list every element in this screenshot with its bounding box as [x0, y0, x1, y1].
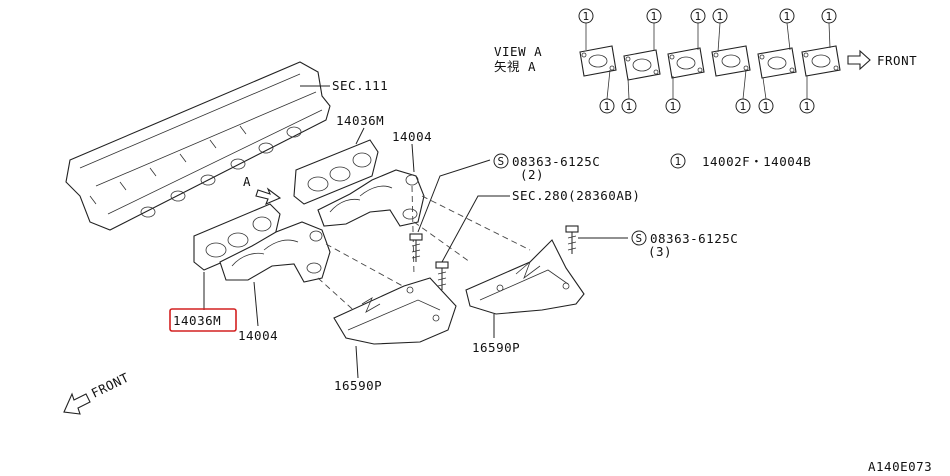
- dashed-guides: [317, 185, 531, 317]
- leader-sec280: [441, 195, 510, 263]
- gasket-1: [579, 45, 617, 77]
- note-callout: [670, 153, 686, 169]
- gasket-2: [623, 49, 661, 81]
- s-marker-2-text: S: [636, 232, 643, 245]
- label-bolt1-qty: (2): [520, 167, 544, 182]
- leader-14004-bottom: [253, 281, 259, 327]
- label-front-bottom: FRONT: [89, 370, 132, 401]
- cylinder-head: [65, 61, 331, 231]
- callout-top-4: 1: [717, 10, 724, 23]
- note-callout-text: 1: [675, 155, 682, 168]
- bolt-middle: [435, 261, 449, 290]
- front-arrow-icon: [847, 49, 871, 71]
- leader-14004-top: [411, 143, 415, 173]
- label-sec280: SEC.280(28360AB): [512, 188, 640, 203]
- view-a-title-jp: 矢視 A: [494, 59, 536, 74]
- front-arrow-bottom-icon: [63, 392, 91, 415]
- callout-top-3: 1: [695, 10, 702, 23]
- label-bolt1-code: 08363-6125C: [512, 154, 600, 169]
- gasket-6: [801, 45, 841, 77]
- callouts-top: 1 1 1 1 1 1: [578, 8, 837, 53]
- label-sec111: SEC.111: [332, 78, 388, 93]
- label-view-arrow: A: [243, 174, 251, 189]
- callout-bottom-6: 1: [804, 100, 811, 113]
- gasket-4: [711, 45, 751, 77]
- leader-16590p-left: [355, 345, 359, 379]
- label-14036m-top: 14036M: [336, 113, 384, 128]
- callout-top-6: 1: [826, 10, 833, 23]
- gasket-5: [757, 47, 797, 79]
- view-arrow-icon: [255, 187, 282, 206]
- bolt-upper: [409, 233, 423, 262]
- callout-bottom-2: 1: [626, 100, 633, 113]
- callout-bottom-4: 1: [740, 100, 747, 113]
- heat-shield-left: [333, 277, 457, 345]
- callout-bottom-3: 1: [670, 100, 677, 113]
- s-marker-1: [493, 153, 509, 169]
- leader-bolt1: [417, 159, 491, 233]
- gasket-3: [667, 47, 705, 79]
- callout-bottom-5: 1: [763, 100, 770, 113]
- view-a-front: FRONT: [877, 53, 917, 68]
- heat-shield-right: [465, 239, 585, 315]
- figure-code: A140E073: [868, 459, 932, 474]
- manifold-upper: [317, 169, 425, 227]
- label-16590p-left: 16590P: [334, 378, 382, 393]
- manifold-lower: [219, 221, 331, 283]
- label-16590p-right: 16590P: [472, 340, 520, 355]
- view-a-detail: VIEW A 矢視 A: [494, 8, 917, 114]
- view-a-title: VIEW A: [494, 44, 542, 59]
- label-bolt2-qty: (3): [648, 244, 672, 259]
- s-marker-2: [631, 230, 647, 246]
- s-marker-1-text: S: [498, 155, 505, 168]
- label-14036m-bottom: 14036M: [173, 313, 221, 328]
- label-14004-top: 14004: [392, 129, 432, 144]
- callout-bottom-1: 1: [604, 100, 611, 113]
- callout-top-1: 1: [583, 10, 590, 23]
- bolt-right: [565, 225, 579, 254]
- callout-top-2: 1: [651, 10, 658, 23]
- gasket-upper: [293, 139, 379, 205]
- callout-top-5: 1: [784, 10, 791, 23]
- highlight-box: [169, 308, 237, 332]
- callouts-bottom: 1 1 1 1 1 1: [599, 69, 815, 114]
- leader-14036m-top: [355, 127, 365, 145]
- label-14004-bottom: 14004: [238, 328, 278, 343]
- label-bolt2-code: 08363-6125C: [650, 231, 738, 246]
- label-note: 14002F・14004B: [702, 154, 811, 169]
